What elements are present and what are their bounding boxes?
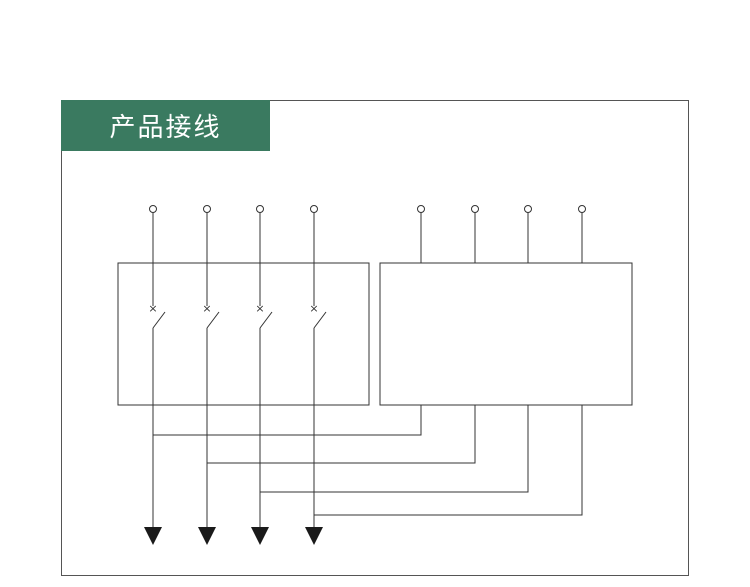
arrow-down-icon xyxy=(198,527,216,545)
terminal-right-4 xyxy=(578,205,586,213)
contact-mark-3: × xyxy=(255,302,264,315)
switch-blade-4 xyxy=(313,311,327,329)
terminal-left-4 xyxy=(310,205,318,213)
diagram-frame xyxy=(61,100,689,576)
output-arrows xyxy=(144,527,323,545)
arrow-down-icon xyxy=(305,527,323,545)
left-terminals xyxy=(149,205,318,306)
switch-blade-1 xyxy=(152,311,166,329)
contact-mark-2: × xyxy=(202,302,211,315)
switch-blade-3 xyxy=(259,311,273,329)
terminal-left-2 xyxy=(203,205,211,213)
page-title-text: 产品接线 xyxy=(109,113,222,143)
contact-mark-4: × xyxy=(309,302,318,315)
switch-contacts xyxy=(152,311,327,329)
switch-block xyxy=(117,262,370,406)
contact-marks: × × × × xyxy=(148,302,318,315)
right-terminals xyxy=(417,205,586,263)
cross-link-1 xyxy=(153,405,422,436)
terminal-right-1 xyxy=(417,205,425,213)
terminal-left-3 xyxy=(256,205,264,213)
arrow-down-icon xyxy=(144,527,162,545)
terminal-right-2 xyxy=(471,205,479,213)
cross-link-2 xyxy=(207,405,476,464)
cross-link-3 xyxy=(260,405,529,493)
page-title: 产品接线 xyxy=(61,100,270,151)
terminal-right-3 xyxy=(524,205,532,213)
contact-mark-1: × xyxy=(148,302,157,315)
cross-connections xyxy=(153,405,583,516)
switch-blade-2 xyxy=(206,311,220,329)
arrow-down-icon xyxy=(251,527,269,545)
output-conductors xyxy=(152,328,315,527)
terminal-left-1 xyxy=(149,205,157,213)
cross-link-4 xyxy=(314,405,583,516)
control-block xyxy=(379,262,633,406)
